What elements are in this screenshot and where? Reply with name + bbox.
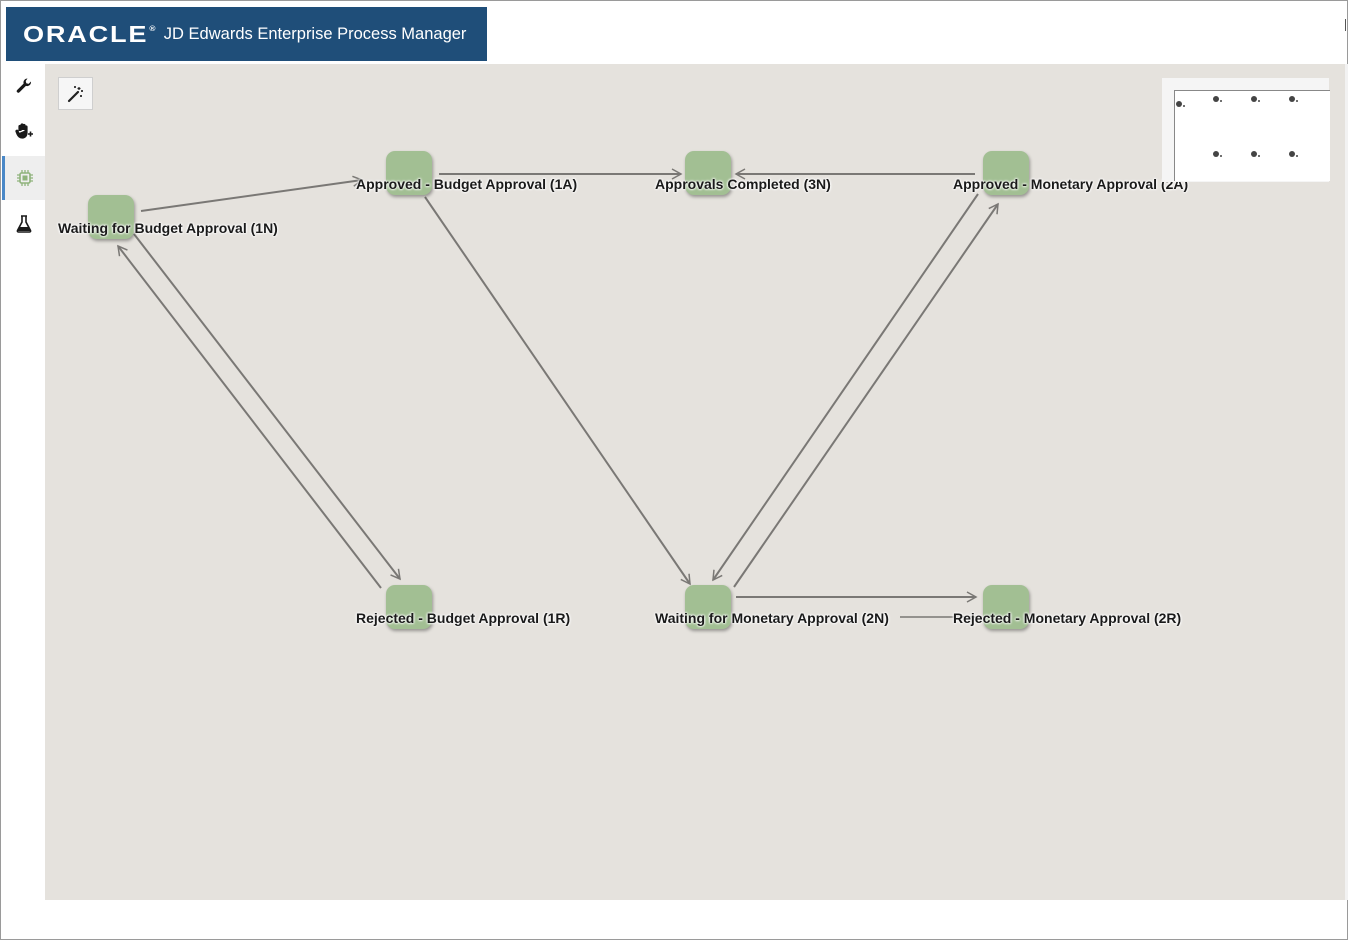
overview-node-2A <box>1289 96 1298 102</box>
sidebar-item-test[interactable] <box>2 202 45 246</box>
process-canvas[interactable]: Waiting for Budget Approval (1N) Approve… <box>45 64 1345 900</box>
state-node-2N[interactable] <box>685 585 731 629</box>
magic-wand-icon <box>67 85 83 102</box>
state-label-2N[interactable]: Waiting for Monetary Approval (2N) <box>655 610 889 626</box>
auto-layout-button[interactable] <box>58 77 93 110</box>
hand-icon <box>14 123 33 139</box>
edge-2A-2N <box>712 193 979 582</box>
oracle-logo: ORACLE® <box>23 20 158 47</box>
state-label-1N[interactable]: Waiting for Budget Approval (1N) <box>58 220 278 236</box>
edge-1R-1N <box>117 244 382 589</box>
transition-edges <box>117 168 999 618</box>
state-node-2R[interactable] <box>983 585 1029 629</box>
overview-node-3N <box>1251 96 1260 102</box>
state-node-1R[interactable] <box>386 585 432 629</box>
overview-node-2N <box>1251 151 1260 157</box>
sidebar-item-actions[interactable] <box>2 110 45 154</box>
edge-1N-1A <box>140 175 364 212</box>
window-menu-icon[interactable] <box>1345 19 1348 31</box>
wrench-icon <box>16 78 31 93</box>
edge-1A-2N <box>424 196 691 586</box>
overview-map[interactable] <box>1162 78 1330 182</box>
overview-node-1N <box>1176 101 1185 107</box>
overview-viewport <box>1174 90 1330 181</box>
state-label-1R[interactable]: Rejected - Budget Approval (1R) <box>356 610 571 626</box>
overview-node-1R <box>1213 151 1222 157</box>
state-node-2A[interactable] <box>983 151 1029 195</box>
edge-1N-1R <box>133 233 401 581</box>
sidebar-item-process[interactable] <box>2 156 45 200</box>
state-node-1N[interactable] <box>88 195 134 239</box>
state-label-2A[interactable]: Approved - Monetary Approval (2A) <box>953 176 1189 192</box>
state-node-1A[interactable] <box>386 151 432 195</box>
canvas-scrollbar[interactable] <box>1345 64 1348 900</box>
sidebar-item-properties[interactable] <box>2 64 45 108</box>
state-node-3N[interactable] <box>685 151 731 195</box>
sidebar <box>2 64 45 900</box>
overview-node-1A <box>1213 96 1222 102</box>
overview-node-2R <box>1289 151 1298 157</box>
app-header-banner: ORACLE® JD Edwards Enterprise Process Ma… <box>6 7 487 61</box>
state-label-2R[interactable]: Rejected - Monetary Approval (2R) <box>953 610 1182 626</box>
state-label-1A[interactable]: Approved - Budget Approval (1A) <box>356 176 578 192</box>
edge-2N-2A <box>733 202 999 588</box>
flask-icon <box>16 215 31 233</box>
product-title: JD Edwards Enterprise Process Manager <box>163 24 467 43</box>
chip-icon <box>17 170 33 186</box>
state-label-3N[interactable]: Approvals Completed (3N) <box>655 176 831 192</box>
